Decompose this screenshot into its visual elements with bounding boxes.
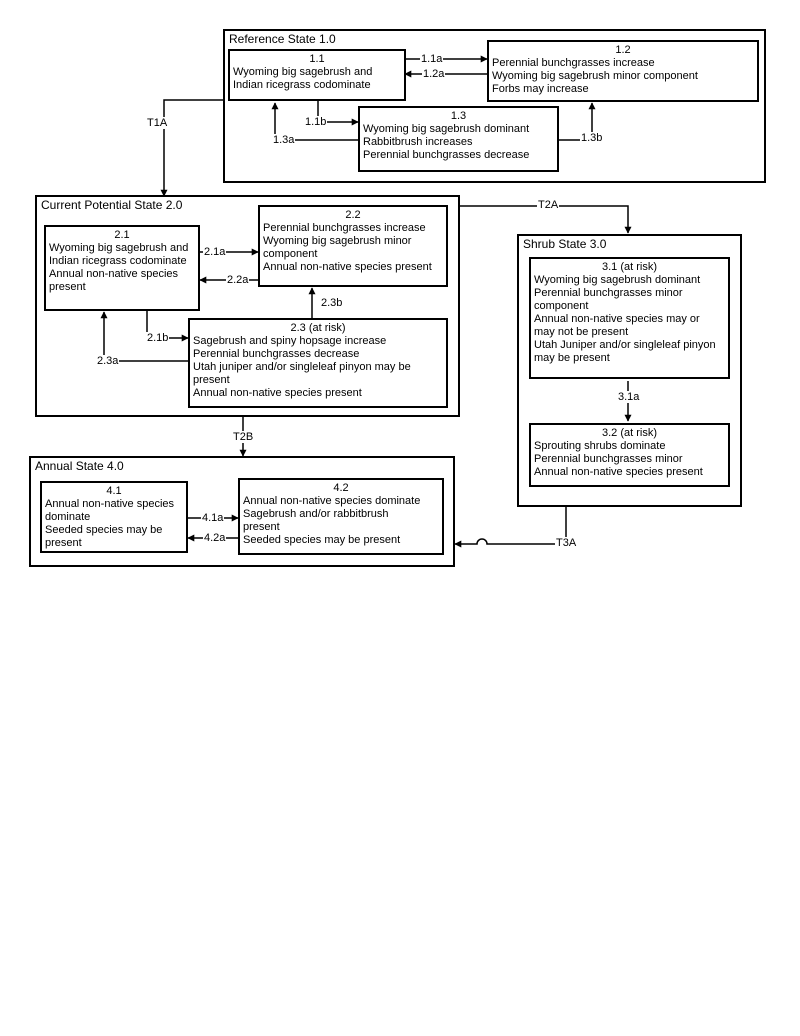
phase-line: may be present: [534, 352, 610, 364]
transition-label-t3a: T3A: [555, 537, 578, 549]
pathway-label-1-3b: 1.3b: [580, 132, 604, 144]
phase-line: present: [193, 374, 230, 386]
phase-4-1: 4.1 Annual non-native species dominate S…: [40, 481, 188, 553]
phase-4-2: 4.2 Annual non-native species dominate S…: [238, 478, 444, 555]
phase-id: 1.2: [615, 44, 631, 56]
phase-line: Wyoming big sagebrush minor component: [492, 70, 698, 82]
state-title: Shrub State 3.0: [523, 237, 607, 251]
phase-line: Perennial bunchgrasses increase: [492, 57, 655, 69]
pathway-label-1-3a: 1.3a: [272, 134, 296, 146]
phase-line: may not be present: [534, 326, 629, 338]
phase-1-2: 1.2 Perennial bunchgrasses increase Wyom…: [487, 40, 759, 102]
pathway-label-2-3b: 2.3b: [320, 297, 344, 309]
phase-line: Sagebrush and/or rabbitbrush: [243, 508, 389, 520]
pathway-label-1-2a: 1.2a: [422, 68, 446, 80]
phase-2-1: 2.1 Wyoming big sagebrush and Indian ric…: [44, 225, 200, 311]
phase-line: Annual non-native species present: [534, 466, 703, 478]
transition-label-t1a: T1A: [146, 117, 169, 129]
phase-line: dominate: [45, 511, 91, 523]
phase-1-3: 1.3 Wyoming big sagebrush dominant Rabbi…: [358, 106, 559, 172]
pathway-label-2-2a: 2.2a: [226, 274, 250, 286]
phase-line: Indian ricegrass codominate: [233, 79, 371, 91]
phase-id: 1.3: [450, 110, 467, 122]
phase-line: Sprouting shrubs dominate: [534, 440, 666, 452]
phase-line: Wyoming big sagebrush dominant: [534, 274, 701, 286]
state-title: Current Potential State 2.0: [41, 198, 183, 212]
phase-line: Annual non-native species present: [193, 387, 362, 399]
transition-t2a-line: [459, 205, 632, 234]
phase-id: 2.1: [114, 229, 130, 241]
pathway-label-3-1a: 3.1a: [617, 391, 641, 403]
state-current-potential-2-0: Current Potential State 2.0: [35, 195, 460, 417]
state-reference-1-0: Reference State 1.0: [223, 29, 766, 183]
state-shrub-3-0: Shrub State 3.0: [517, 234, 742, 507]
phase-line: Perennial bunchgrasses decrease: [193, 348, 360, 360]
phase-line: component: [263, 248, 318, 260]
phase-line: Wyoming big sagebrush minor: [263, 235, 412, 247]
transition-t3a-line: [454, 506, 567, 548]
phase-id: 1.1: [309, 53, 325, 65]
phase-line: Rabbitbrush increases: [363, 136, 473, 148]
phase-line: Indian ricegrass codominate: [49, 255, 187, 267]
phase-line: Perennial bunchgrasses minor: [534, 453, 683, 465]
phase-line: present: [45, 537, 82, 549]
phase-id: 2.2: [345, 209, 361, 221]
phase-line: Seeded species may be present: [243, 534, 401, 546]
pathway-label-4-1a: 4.1a: [201, 512, 225, 524]
phase-line: Perennial bunchgrasses decrease: [363, 149, 530, 161]
phase-line: Annual non-native species may or: [534, 313, 700, 325]
phase-line: Forbs may increase: [492, 83, 589, 95]
phase-2-2: 2.2 Perennial bunchgrasses increase Wyom…: [258, 205, 448, 287]
pathway-label-1-1b: 1.1b: [304, 116, 328, 128]
phase-line: Perennial bunchgrasses increase: [263, 222, 426, 234]
phase-line: component: [534, 300, 589, 312]
pathway-label-2-1a: 2.1a: [203, 246, 227, 258]
phase-line: Annual non-native species dominate: [243, 495, 421, 507]
phase-1-1: 1.1 Wyoming big sagebrush and Indian ric…: [228, 49, 406, 101]
phase-3-2: 3.2 (at risk) Sprouting shrubs dominate …: [529, 423, 730, 487]
phase-line: Annual non-native species present: [263, 261, 432, 273]
state-title: Annual State 4.0: [35, 459, 124, 473]
phase-line: Seeded species may be: [45, 524, 163, 536]
pathway-label-2-1b: 2.1b: [146, 332, 170, 344]
phase-id: 2.3 (at risk): [290, 322, 346, 334]
phase-line: present: [49, 281, 86, 293]
pathway-label-2-3a: 2.3a: [96, 355, 120, 367]
phase-2-3: 2.3 (at risk) Sagebrush and spiny hopsag…: [188, 318, 448, 408]
phase-line: Utah Juniper and/or singleleaf pinyon: [534, 339, 716, 351]
pathway-label-1-1a: 1.1a: [420, 53, 444, 65]
phase-id: 3.1 (at risk): [601, 261, 657, 273]
state-annual-4-0: Annual State 4.0: [29, 456, 455, 567]
phase-line: Utah juniper and/or singleleaf pinyon ma…: [193, 361, 411, 373]
phase-line: Annual non-native species: [45, 498, 175, 510]
phase-id: 4.1: [106, 485, 122, 497]
phase-line: Annual non-native species: [49, 268, 179, 280]
phase-line: Perennial bunchgrasses minor: [534, 287, 683, 299]
state-title: Reference State 1.0: [229, 32, 336, 46]
transition-label-t2b: T2B: [232, 431, 255, 443]
phase-line: Sagebrush and spiny hopsage increase: [193, 335, 387, 347]
phase-line: Wyoming big sagebrush dominant: [363, 123, 530, 135]
transition-t1a-line: [160, 99, 224, 197]
transition-label-t2a: T2A: [537, 199, 560, 211]
phase-line: Wyoming big sagebrush and: [233, 66, 373, 78]
pathway-label-4-2a: 4.2a: [203, 532, 227, 544]
phase-line: present: [243, 521, 280, 533]
phase-id: 4.2: [333, 482, 349, 494]
phase-id: 3.2 (at risk): [601, 427, 657, 439]
phase-3-1: 3.1 (at risk) Wyoming big sagebrush domi…: [529, 257, 730, 379]
phase-line: Wyoming big sagebrush and: [49, 242, 189, 254]
